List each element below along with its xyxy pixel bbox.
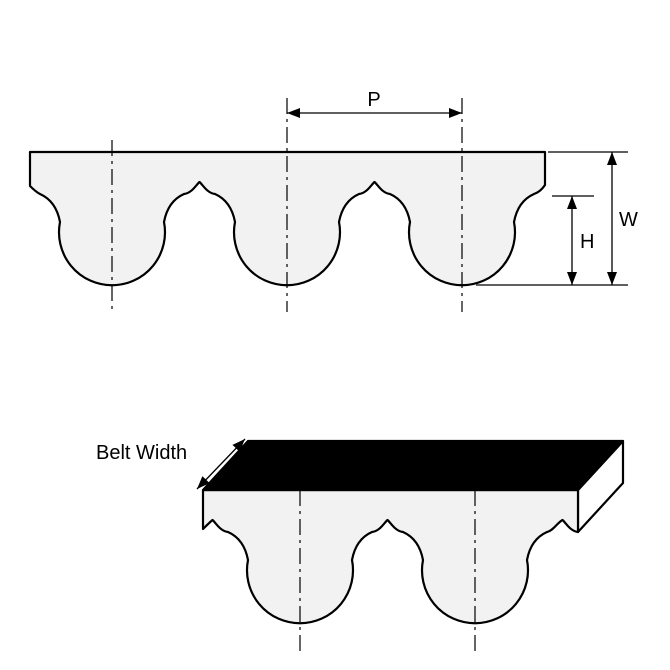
belt-width-dimension-arrow: [196, 438, 246, 490]
belt-thickness-label: W: [619, 209, 638, 231]
tooth-height-label: H: [580, 231, 594, 253]
isometric-view: Belt Width: [96, 438, 625, 654]
belt-thickness-dimension: W: [476, 151, 638, 286]
tooth-height-dimension: H: [552, 195, 594, 285]
belt-top-surface: [201, 439, 625, 492]
tooth-centerlines: [111, 98, 463, 312]
belt-width-dimension: Belt Width: [96, 438, 246, 490]
pitch-dimension: P: [287, 89, 462, 118]
belt-width-label: Belt Width: [96, 442, 187, 464]
pitch-label: P: [367, 89, 380, 111]
belt-front-face-profile: [201, 488, 580, 625]
cross-section-view: P W H: [28, 89, 638, 312]
tooth-centerlines-3d: [299, 490, 476, 654]
